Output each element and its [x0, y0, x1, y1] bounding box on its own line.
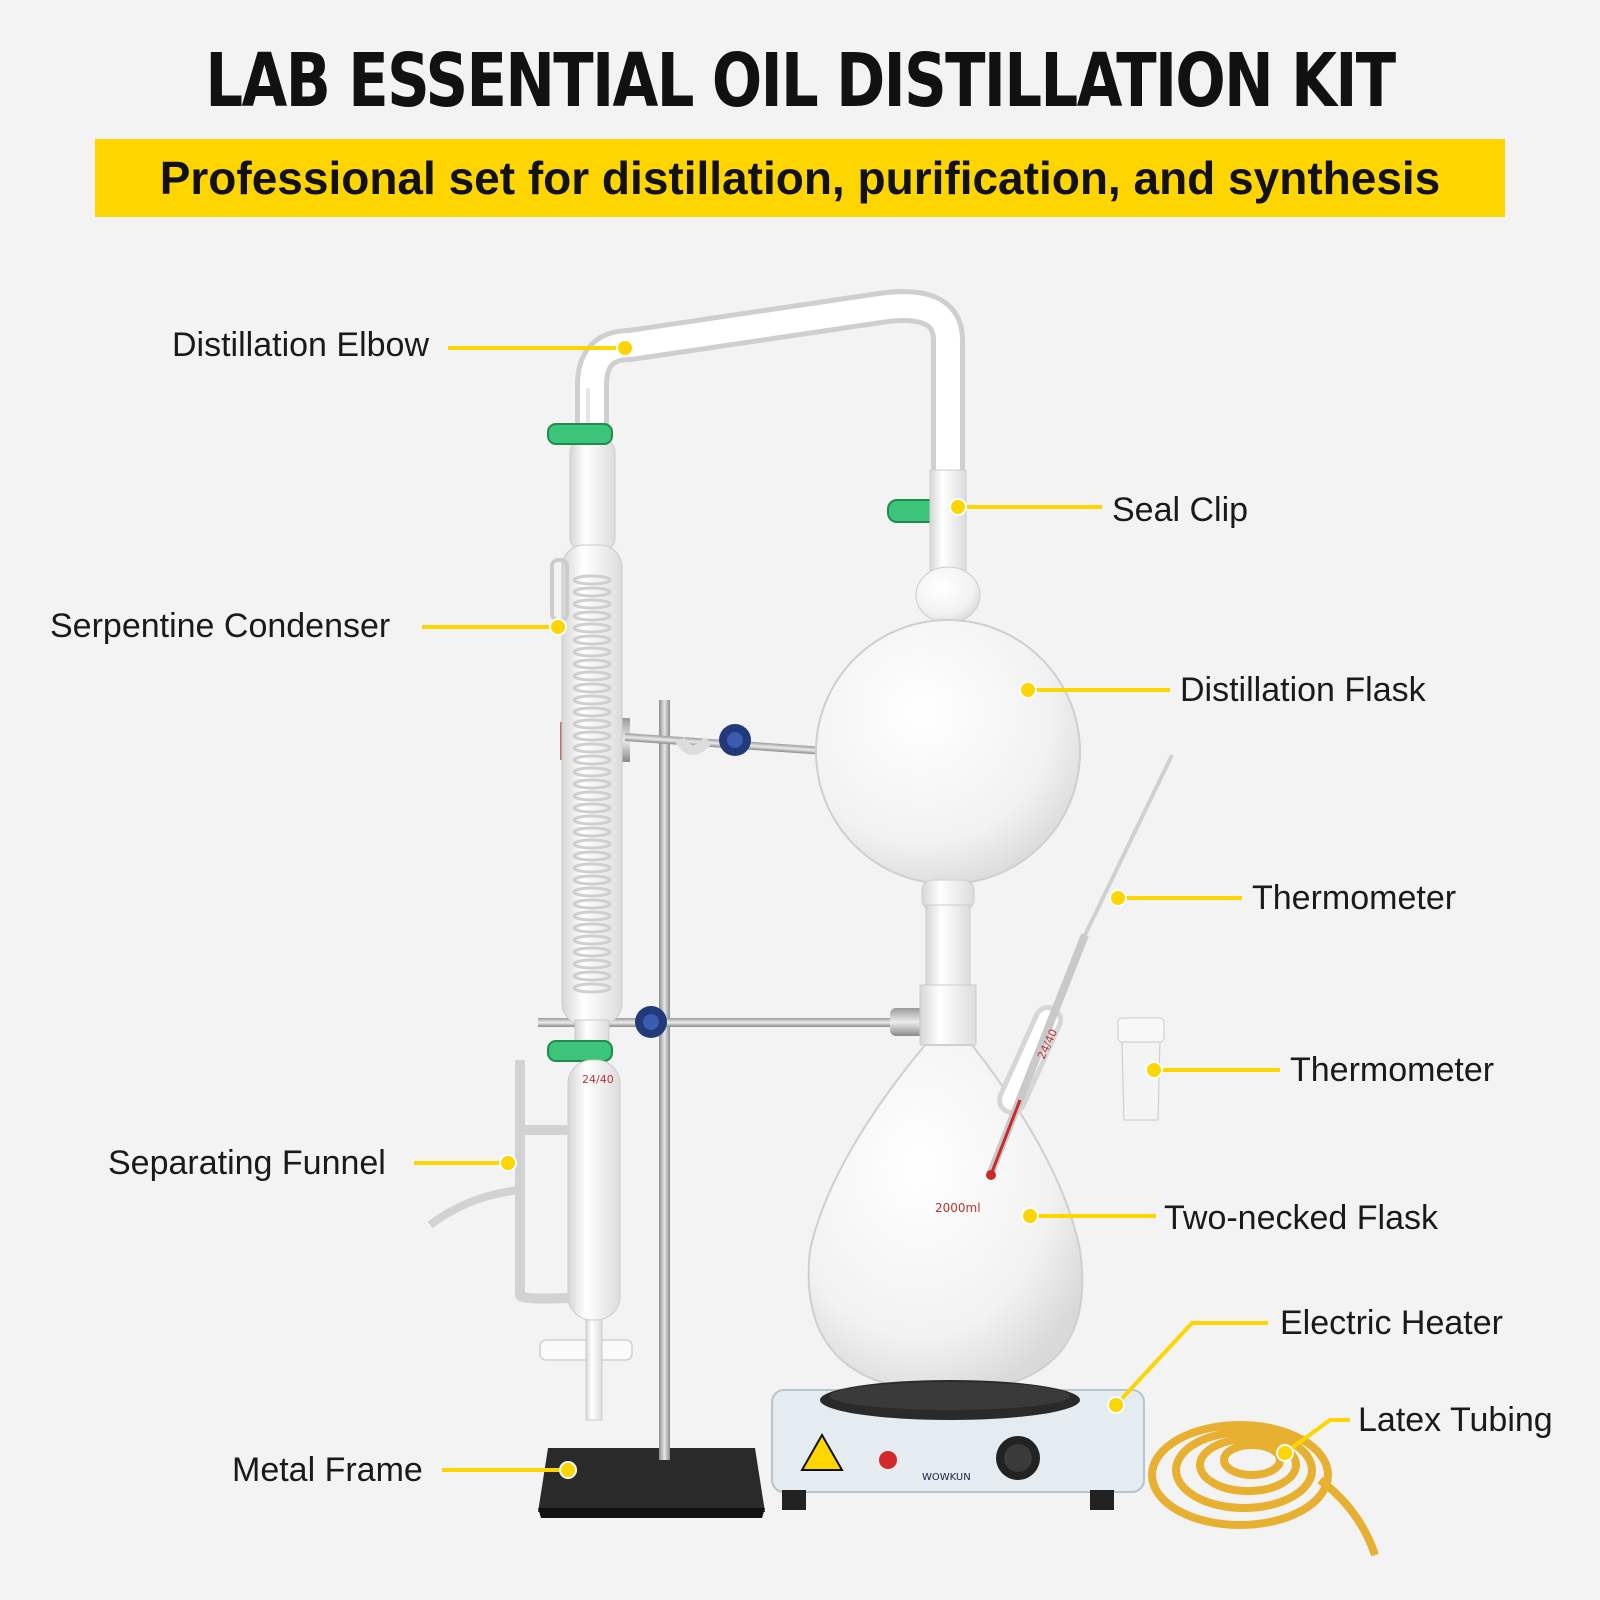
condenser-coil — [572, 826, 612, 838]
subtitle-banner: Professional set for distillation, purif… — [95, 139, 1505, 217]
condenser-coil — [572, 922, 612, 934]
callout-thermometer-adapter: Thermometer — [1290, 1051, 1495, 1089]
callout-leaders — [414, 339, 1350, 1479]
callout-dot — [499, 1154, 517, 1172]
callout-distillation-elbow: Distillation Elbow — [172, 326, 429, 364]
condenser-coil — [572, 658, 612, 670]
callout-latex-tubing: Latex Tubing — [1358, 1401, 1553, 1439]
callout-dot — [1109, 889, 1127, 907]
condenser-coil — [572, 730, 612, 742]
flask-volume-marking: 2000ml — [935, 1201, 981, 1215]
condenser-coil — [572, 754, 612, 766]
serpentine-condenser-graphic — [550, 439, 623, 1051]
seal-clip-graphic — [547, 423, 965, 1062]
callout-line — [1283, 1418, 1350, 1455]
condenser-coil — [572, 682, 612, 694]
condenser-coil — [572, 646, 612, 658]
condenser-coil — [572, 862, 612, 874]
callout-two-necked-flask: Two-necked Flask — [1164, 1199, 1438, 1237]
condenser-coil — [572, 886, 612, 898]
callout-serpentine-condenser: Serpentine Condenser — [50, 607, 391, 645]
condenser-coil — [572, 790, 612, 802]
condenser-coil — [572, 970, 612, 982]
latex-tubing-graphic — [1148, 1421, 1379, 1557]
condenser-coil — [572, 802, 612, 814]
callout-distillation-flask: Distillation Flask — [1180, 671, 1426, 709]
condenser-coil — [572, 934, 612, 946]
condenser-coil — [572, 982, 612, 994]
condenser-coil — [572, 622, 612, 634]
condenser-coil — [572, 838, 612, 850]
distillation-flask-graphic — [815, 469, 1081, 986]
callout-dot — [1019, 681, 1037, 699]
condenser-coil — [572, 946, 612, 958]
condenser-coil — [572, 958, 612, 970]
callout-dot — [1107, 1396, 1125, 1414]
callout-dot — [549, 618, 567, 636]
callout-dot — [616, 339, 634, 357]
condenser-coil — [572, 718, 612, 730]
separating-funnel-graphic — [427, 1059, 633, 1421]
heater-brand: WOWKUN — [922, 1472, 971, 1483]
condenser-coil — [572, 778, 612, 790]
condenser-coil — [572, 850, 612, 862]
callout-metal-frame: Metal Frame — [232, 1451, 423, 1489]
subtitle-text: Professional set for distillation, purif… — [159, 152, 1441, 204]
condenser-coil — [572, 742, 612, 754]
metal-frame-graphic — [538, 700, 765, 1518]
callout-line — [1114, 1321, 1268, 1407]
callout-dot — [1145, 1061, 1163, 1079]
condenser-coil — [572, 898, 612, 910]
callout-dot — [949, 498, 967, 516]
condenser-coil — [572, 670, 612, 682]
condenser-coil — [572, 586, 612, 598]
distillation-elbow-graphic — [575, 289, 965, 487]
funnel-joint-marking: 24/40 — [582, 1073, 614, 1086]
callout-dot — [559, 1461, 577, 1479]
callout-seal-clip: Seal Clip — [1112, 491, 1249, 529]
condenser-coil — [572, 706, 612, 718]
electric-heater-graphic: WOWKUN — [771, 1380, 1145, 1510]
condenser-coil — [572, 574, 612, 586]
condenser-coil — [572, 814, 612, 826]
callout-electric-heater: Electric Heater — [1280, 1304, 1503, 1342]
callout-separating-funnel: Separating Funnel — [108, 1144, 386, 1182]
condenser-coil — [572, 634, 612, 646]
condenser-coil — [572, 874, 612, 886]
thermometer-adapter-graphic — [1117, 1017, 1165, 1121]
condenser-coil — [572, 610, 612, 622]
condenser-coil — [572, 694, 612, 706]
callout-dot — [1021, 1207, 1039, 1225]
condenser-coil — [572, 910, 612, 922]
condenser-coil — [572, 598, 612, 610]
page-title: LAB ESSENTIAL OIL DISTILLATION KIT — [205, 38, 1396, 124]
condenser-coil — [572, 766, 612, 778]
callout-dot — [1276, 1444, 1294, 1462]
callout-thermometer: Thermometer — [1252, 879, 1457, 917]
